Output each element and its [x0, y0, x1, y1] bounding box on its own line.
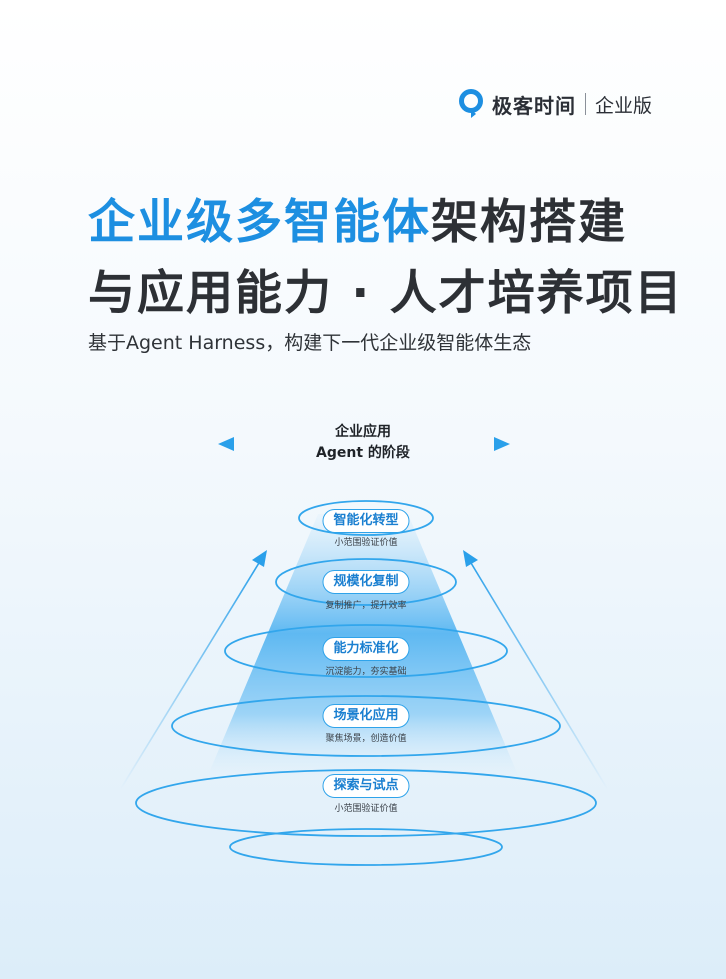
level-label-5: 探索与试点: [322, 774, 410, 798]
level-label-3: 能力标准化: [322, 637, 410, 661]
subtitle: 基于Agent Harness，构建下一代企业级智能体生态: [88, 332, 532, 354]
title-highlight: 企业级多智能体: [88, 195, 431, 250]
stage-heading-line-1: 企业应用: [335, 424, 391, 440]
geektime-logo-icon: [458, 89, 483, 118]
agent-stage-pyramid: 企业应用 Agent 的阶段 智能化转型 小范围验证价值 规模化复制 复制推广，…: [0, 400, 726, 920]
pyramid-rings: [135, 500, 597, 866]
level-label-2: 规模化复制: [322, 570, 410, 594]
level-desc-2: 复制推广，提升效率: [325, 601, 407, 611]
right-arrow-icon: [440, 437, 510, 451]
left-diagonal-arrow-icon: [119, 550, 267, 791]
stage-heading-line-2: Agent 的阶段: [316, 445, 410, 461]
brand-header: 极客时间 企业版: [458, 86, 652, 122]
page-title-line-1: 企业级多智能体架构搭建: [88, 183, 627, 252]
right-diagonal-arrow-icon: [463, 550, 609, 791]
page-title-line-2: 与应用能力 · 人才培养项目: [88, 266, 684, 321]
level-desc-4: 聚焦场景，创造价值: [325, 734, 407, 744]
level-desc-1: 小范围验证价值: [334, 538, 398, 548]
brand-divider: [584, 93, 586, 115]
level-desc-3: 沉淀能力，夯实基础: [325, 667, 407, 677]
left-arrow-icon: [218, 437, 288, 451]
level-label-1: 智能化转型: [322, 509, 410, 533]
title-rest: 架构搭建: [431, 195, 627, 250]
brand-name: 极客时间: [491, 93, 576, 118]
stage-heading: 企业应用 Agent 的阶段: [0, 422, 726, 464]
level-desc-5: 小范围验证价值: [334, 804, 398, 814]
level-label-4: 场景化应用: [322, 704, 410, 728]
brand-edition: 企业版: [594, 94, 652, 117]
